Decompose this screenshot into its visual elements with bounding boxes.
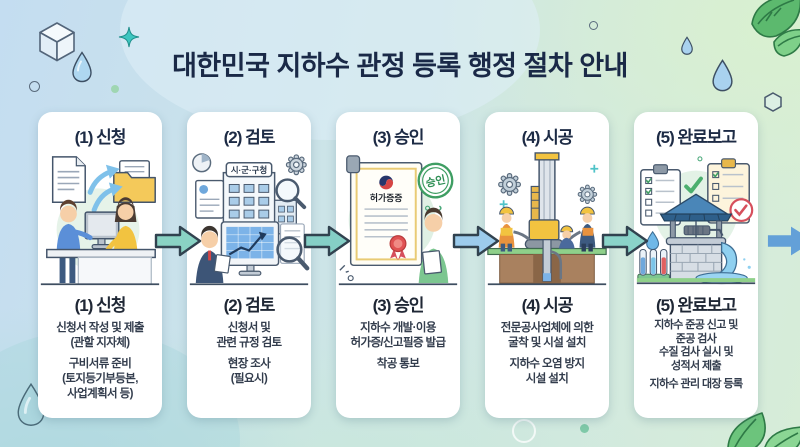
detail-line: 구비서류 준비 — [68, 358, 132, 371]
detail-line: 신청서 작성 및 제출 — [56, 322, 144, 334]
step-header: (2) 검토 — [223, 128, 276, 147]
detail-line: 지하수 오염 방지 — [509, 358, 585, 371]
applicant-figure — [56, 199, 93, 284]
arrow-right-icon — [767, 226, 800, 256]
detail-line: 준공 검사 — [675, 332, 717, 345]
step-title: (5) 완료보고 — [655, 296, 737, 315]
step-title: (2) 검토 — [223, 296, 276, 315]
arrow-right-icon — [154, 225, 202, 257]
arrow-right-icon — [303, 225, 351, 257]
step-card-review: (2) 검토 — [187, 112, 311, 418]
step-title: (3) 승인 — [372, 296, 425, 315]
process-steps: (1) 신청 — [38, 112, 758, 418]
approval-illustration: 허가증증 승인 — [338, 155, 458, 286]
step-details: 지하수 개발·이용 허가증/신고필증 발급 착공 통보 — [338, 321, 458, 372]
step-details: 전문공사업체에 의한 굴착 및 시설 설치 지하수 오염 방지 시설 설치 — [487, 321, 607, 387]
dot-icon — [580, 424, 589, 433]
detail-line: 성적서 제출 — [670, 359, 722, 372]
detail-line: 신청서 및 — [227, 322, 271, 334]
detail-line: 전문공사업체에 의한 — [500, 322, 594, 334]
step-header: (5) 완료보고 — [655, 128, 737, 147]
step-details: 신청서 및 관련 규정 검토 현장 조사 (필요시) — [189, 321, 309, 387]
step-card-construction: (4) 시공 — [485, 112, 609, 418]
transfer-arrows — [87, 164, 123, 213]
detail-line: 허가증/신고필증 발급 — [350, 336, 446, 349]
detail-line: 착공 통보 — [376, 358, 420, 371]
detail-line: 관련 규정 검토 — [216, 336, 282, 349]
detail-line: 시설 설치 — [525, 373, 569, 386]
recipient-figure — [418, 207, 449, 284]
detail-line: 수질 검사 실시 및 — [658, 346, 734, 359]
step-title: (1) 신청 — [74, 296, 127, 315]
government-emblem-icon — [379, 175, 394, 190]
arrow-right-icon — [601, 225, 649, 257]
page-title: 대한민국 지하수 관정 등록 행정 절차 안내 — [172, 51, 628, 81]
application-illustration — [40, 156, 160, 286]
clerk-figure — [105, 197, 138, 253]
worker-figure — [498, 206, 531, 252]
dot-icon — [111, 85, 119, 93]
approved-stamp-icon — [729, 198, 754, 223]
well-illustration — [659, 193, 733, 281]
step-header: (4) 시공 — [521, 128, 574, 147]
detail-line: 사업계획서 등) — [67, 387, 133, 400]
gear-icon — [285, 154, 307, 176]
ribbon-seal-icon — [389, 235, 407, 261]
step-header: (3) 승인 — [372, 128, 425, 147]
pie-chart-icon — [192, 153, 212, 173]
building-sign-label: 시·군·구청 — [231, 165, 267, 175]
step-details: 지하수 준공 신고 및 준공 검사 수질 검사 실시 및 성적서 제출 지하수 … — [636, 319, 756, 391]
magnifier-icon — [275, 178, 307, 210]
construction-illustration — [487, 152, 607, 286]
circle-icon — [512, 419, 536, 443]
completion-illustration — [636, 156, 756, 285]
detail-line: 지하수 개발·이용 — [360, 322, 436, 334]
step-card-application: (1) 신청 — [38, 112, 162, 418]
hexagon-icon — [764, 92, 782, 112]
circle-icon — [589, 21, 598, 30]
detail-line: (관할 지자체) — [70, 336, 131, 349]
reviewer-figure — [195, 225, 231, 284]
step-header: (1) 신청 — [74, 128, 127, 147]
detail-line: (필요시) — [230, 373, 268, 386]
step-details: 신청서 작성 및 제출 (관할 지자체) 구비서류 준비 (토지등기부등본, 사… — [40, 321, 160, 402]
sparkle-icon — [499, 200, 508, 209]
detail-line: (토지등기부등본, — [62, 373, 138, 386]
gear-icon — [498, 173, 521, 196]
worker-figure — [565, 206, 596, 252]
check-icon — [684, 176, 703, 194]
approval-stamp: 승인 — [417, 162, 454, 199]
step-card-completion-report: (5) 완료보고 — [634, 112, 758, 418]
detail-line: 현장 조사 — [227, 358, 271, 371]
certificate-label: 허가증증 — [370, 192, 403, 203]
step-title: (4) 시공 — [521, 296, 574, 315]
detail-line: 지하수 준공 신고 및 — [654, 319, 738, 331]
detail-line: 지하수 관리 대장 등록 — [649, 377, 743, 390]
gear-icon — [577, 184, 598, 205]
review-illustration: 시·군·구청 — [189, 153, 310, 286]
magnifier-icon — [276, 236, 310, 271]
detail-line: 굴착 및 시설 설치 — [508, 336, 586, 349]
step-card-approval: (3) 승인 허가증증 — [336, 112, 460, 418]
arrow-right-icon — [452, 225, 500, 257]
sparkle-icon — [590, 164, 599, 173]
approval-stamp-label: 승인 — [424, 172, 446, 190]
worker-figure — [558, 225, 575, 249]
circle-icon — [29, 81, 40, 92]
